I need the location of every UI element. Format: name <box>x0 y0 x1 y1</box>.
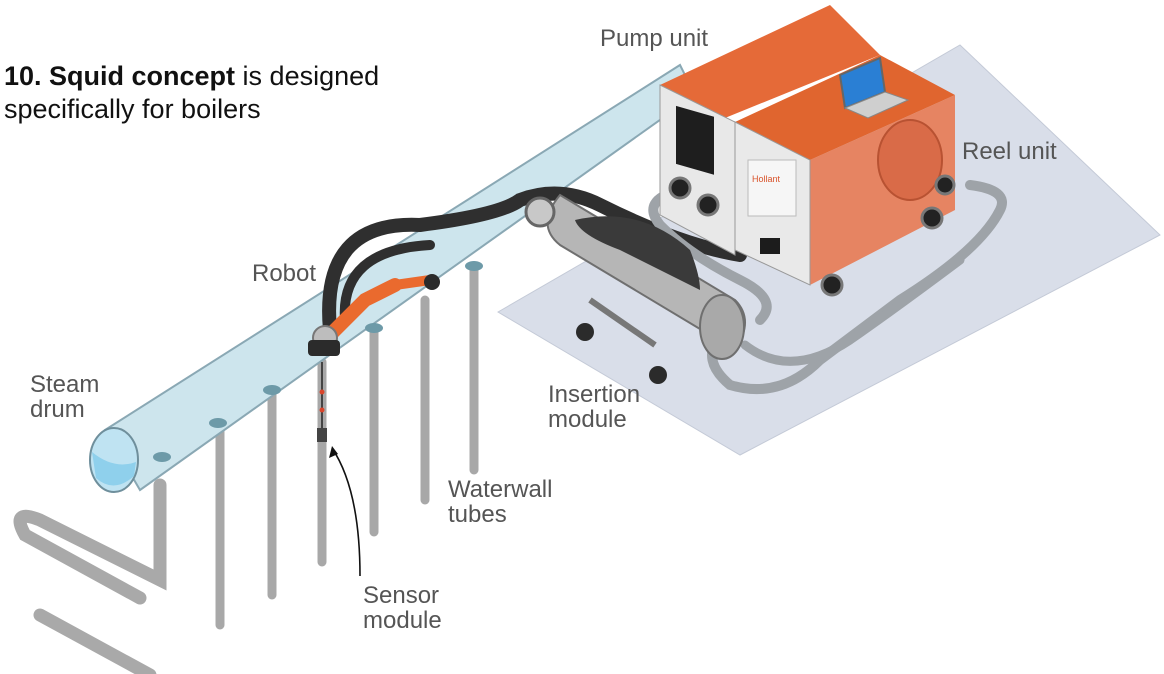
heading-bold: 10. Squid concept <box>4 61 236 91</box>
label-pump-unit: Pump unit <box>600 25 709 52</box>
laptop-icon <box>838 56 910 119</box>
heading-title: 10. Squid concept is designed specifical… <box>4 60 379 126</box>
robot-arm <box>308 274 440 356</box>
heading-second-line: specifically for boilers <box>4 94 261 124</box>
insertion-module <box>524 193 746 384</box>
heading-rest: is designed <box>235 61 380 91</box>
label-robot: Robot <box>252 260 317 287</box>
sensor-pointer-arrow <box>331 447 361 577</box>
arrow-head <box>329 446 338 458</box>
brand-text: Hollant <box>752 174 781 184</box>
steam-drum <box>89 63 697 493</box>
serpentine-tubes <box>13 478 167 674</box>
label-reel-unit: Reel unit <box>962 138 1057 165</box>
pump-unit <box>659 5 880 256</box>
sensor-module <box>317 362 327 442</box>
